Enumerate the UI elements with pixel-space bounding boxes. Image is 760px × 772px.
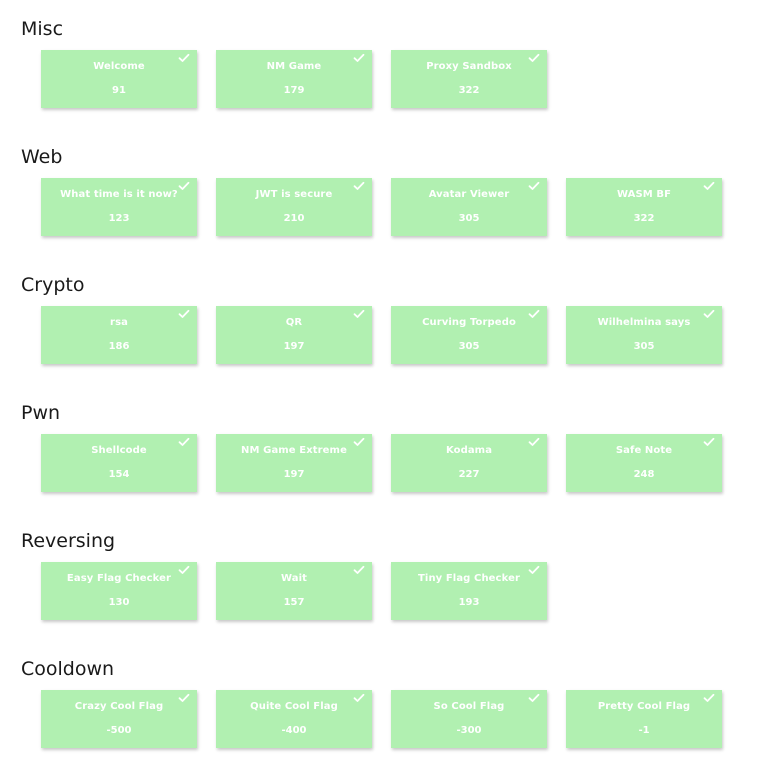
check-icon: [353, 181, 365, 190]
category-title: Crypto: [21, 274, 85, 296]
challenge-points: 305: [633, 341, 655, 352]
category-title: Pwn: [21, 402, 61, 424]
challenge-card[interactable]: Crazy Cool Flag -500: [41, 690, 197, 748]
check-icon: [703, 437, 715, 446]
challenge-card[interactable]: Easy Flag Checker 130: [41, 562, 197, 620]
check-icon: [528, 565, 540, 574]
challenge-name: Wait: [280, 573, 308, 584]
challenge-points: 154: [108, 469, 130, 480]
check-icon: [178, 309, 190, 318]
challenge-name: Pretty Cool Flag: [597, 701, 691, 712]
check-icon: [528, 309, 540, 318]
challenge-points: 322: [458, 85, 480, 96]
challenge-name: Easy Flag Checker: [66, 573, 172, 584]
challenge-name: So Cool Flag: [433, 701, 505, 712]
challenge-points: 123: [108, 213, 130, 224]
challenge-points: 179: [283, 85, 305, 96]
challenge-card[interactable]: So Cool Flag -300: [391, 690, 547, 748]
check-icon: [353, 309, 365, 318]
category-title: Misc: [21, 18, 64, 40]
challenge-points: -1: [638, 725, 650, 736]
challenge-card[interactable]: Kodama 227: [391, 434, 547, 492]
check-icon: [703, 693, 715, 702]
check-icon: [353, 53, 365, 62]
check-icon: [528, 437, 540, 446]
category-title: Web: [21, 146, 63, 168]
check-icon: [703, 181, 715, 190]
challenge-card[interactable]: JWT is secure 210: [216, 178, 372, 236]
challenge-name: Proxy Sandbox: [426, 61, 512, 72]
category-title: Cooldown: [21, 658, 115, 680]
check-icon: [178, 565, 190, 574]
challenge-points: 248: [633, 469, 655, 480]
challenge-name: Curving Torpedo: [422, 317, 516, 328]
challenge-points: 186: [108, 341, 130, 352]
challenge-card[interactable]: Quite Cool Flag -400: [216, 690, 372, 748]
challenge-card[interactable]: Safe Note 248: [566, 434, 722, 492]
challenge-name: Quite Cool Flag: [250, 701, 338, 712]
challenge-points: 322: [633, 213, 655, 224]
challenge-name: NM Game: [266, 61, 322, 72]
challenge-card[interactable]: Wait 157: [216, 562, 372, 620]
challenge-card[interactable]: QR 197: [216, 306, 372, 364]
challenge-card[interactable]: rsa 186: [41, 306, 197, 364]
challenge-card[interactable]: Shellcode 154: [41, 434, 197, 492]
challenge-name: WASM BF: [616, 189, 672, 200]
category-title: Reversing: [21, 530, 116, 552]
challenge-name: NM Game Extreme: [241, 445, 347, 456]
challenge-points: 197: [283, 341, 305, 352]
check-icon: [528, 181, 540, 190]
challenge-name: Welcome: [93, 61, 145, 72]
challenge-name: Safe Note: [615, 445, 673, 456]
challenge-name: rsa: [110, 317, 128, 328]
check-icon: [528, 693, 540, 702]
check-icon: [178, 53, 190, 62]
challenge-card[interactable]: NM Game Extreme 197: [216, 434, 372, 492]
check-icon: [353, 437, 365, 446]
challenge-name: Tiny Flag Checker: [418, 573, 520, 584]
check-icon: [178, 693, 190, 702]
challenge-name: Shellcode: [91, 445, 147, 456]
challenge-card[interactable]: What time is it now? 123: [41, 178, 197, 236]
check-icon: [353, 693, 365, 702]
challenge-points: 91: [112, 85, 126, 96]
challenge-points: 305: [458, 213, 480, 224]
challenge-points: 130: [108, 597, 130, 608]
challenge-card[interactable]: Welcome 91: [41, 50, 197, 108]
challenge-points: 197: [283, 469, 305, 480]
challenge-points: 305: [458, 341, 480, 352]
challenge-card[interactable]: Curving Torpedo 305: [391, 306, 547, 364]
challenge-name: Crazy Cool Flag: [74, 701, 164, 712]
challenge-card[interactable]: Proxy Sandbox 322: [391, 50, 547, 108]
challenge-name: Wilhelmina says: [597, 317, 691, 328]
challenge-name: JWT is secure: [255, 189, 333, 200]
challenge-points: -300: [456, 725, 482, 736]
check-icon: [178, 181, 190, 190]
challenge-card[interactable]: Tiny Flag Checker 193: [391, 562, 547, 620]
challenge-card[interactable]: Wilhelmina says 305: [566, 306, 722, 364]
check-icon: [703, 309, 715, 318]
challenge-card[interactable]: Avatar Viewer 305: [391, 178, 547, 236]
challenge-name: Kodama: [445, 445, 493, 456]
check-icon: [178, 437, 190, 446]
check-icon: [528, 53, 540, 62]
challenge-card[interactable]: Pretty Cool Flag -1: [566, 690, 722, 748]
challenge-points: 210: [283, 213, 305, 224]
challenge-name: QR: [285, 317, 303, 328]
challenge-points: -400: [281, 725, 307, 736]
challenge-points: 193: [458, 597, 480, 608]
challenge-points: -500: [106, 725, 132, 736]
challenge-card[interactable]: WASM BF 322: [566, 178, 722, 236]
challenge-points: 157: [283, 597, 305, 608]
challenge-points: 227: [458, 469, 480, 480]
challenge-card[interactable]: NM Game 179: [216, 50, 372, 108]
check-icon: [353, 565, 365, 574]
challenge-name: Avatar Viewer: [428, 189, 510, 200]
challenge-name: What time is it now?: [60, 189, 178, 200]
